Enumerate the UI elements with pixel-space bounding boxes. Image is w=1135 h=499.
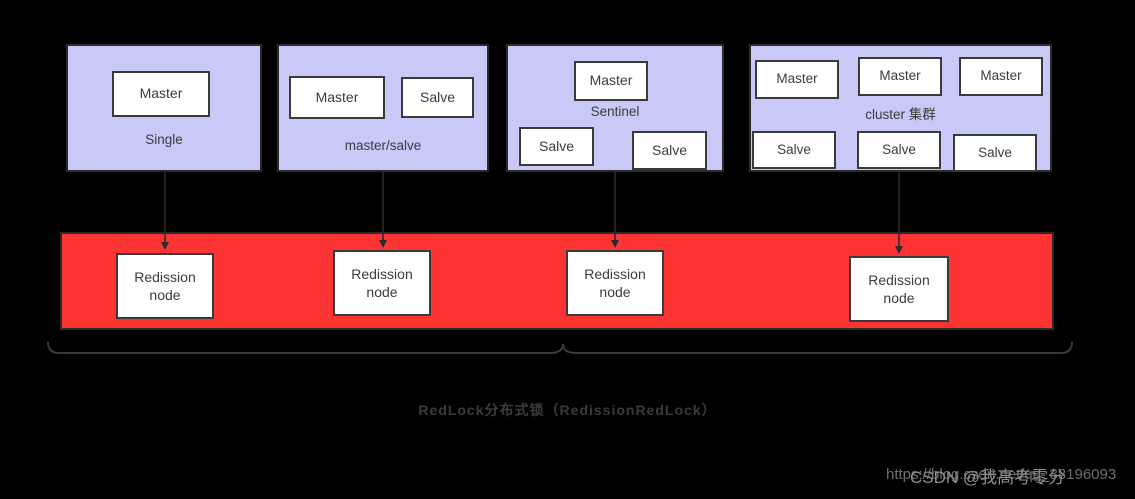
node-salve-sentinel-1[interactable]: Salve (519, 127, 594, 166)
group-label-master-salve: master/salve (344, 138, 422, 153)
redission-node-1[interactable]: Redission node (116, 253, 214, 319)
redission-node-4-text: Redission node (868, 271, 930, 306)
node-salve-cluster-1[interactable]: Salve (752, 131, 836, 169)
group-label-single: Single (145, 132, 183, 147)
diagram-caption: RedLock分布式锁（RedissionRedLock） (418, 402, 717, 418)
node-master-ms[interactable]: Master (289, 76, 385, 119)
node-salve-sentinel-2[interactable]: Salve (632, 131, 707, 170)
node-master-cluster-2[interactable]: Master (858, 57, 942, 96)
redission-node-4[interactable]: Redission node (849, 256, 949, 322)
node-master-cluster-1[interactable]: Master (755, 60, 839, 99)
group-label-cluster: cluster 集群 (865, 107, 936, 122)
node-salve-ms[interactable]: Salve (401, 77, 474, 118)
group-label-sentinel: Sentinel (590, 104, 640, 119)
node-master-cluster-3[interactable]: Master (959, 57, 1043, 96)
redission-node-1-text: Redission node (134, 268, 196, 303)
watermark-csdn: CSDN @我高考零分 (910, 468, 1066, 487)
node-master-single[interactable]: Master (112, 71, 210, 117)
bottom-brace (47, 341, 1073, 354)
redission-node-3-text: Redission node (584, 265, 646, 300)
redission-node-2[interactable]: Redission node (333, 250, 431, 316)
node-salve-cluster-2[interactable]: Salve (857, 131, 941, 169)
redission-node-3[interactable]: Redission node (566, 250, 664, 316)
watermark-url: https://blog.csdn.net/qq_38196093 (886, 466, 1117, 483)
node-salve-cluster-3[interactable]: Salve (953, 134, 1037, 172)
redission-node-2-text: Redission node (351, 265, 413, 300)
node-master-sentinel[interactable]: Master (574, 61, 648, 101)
